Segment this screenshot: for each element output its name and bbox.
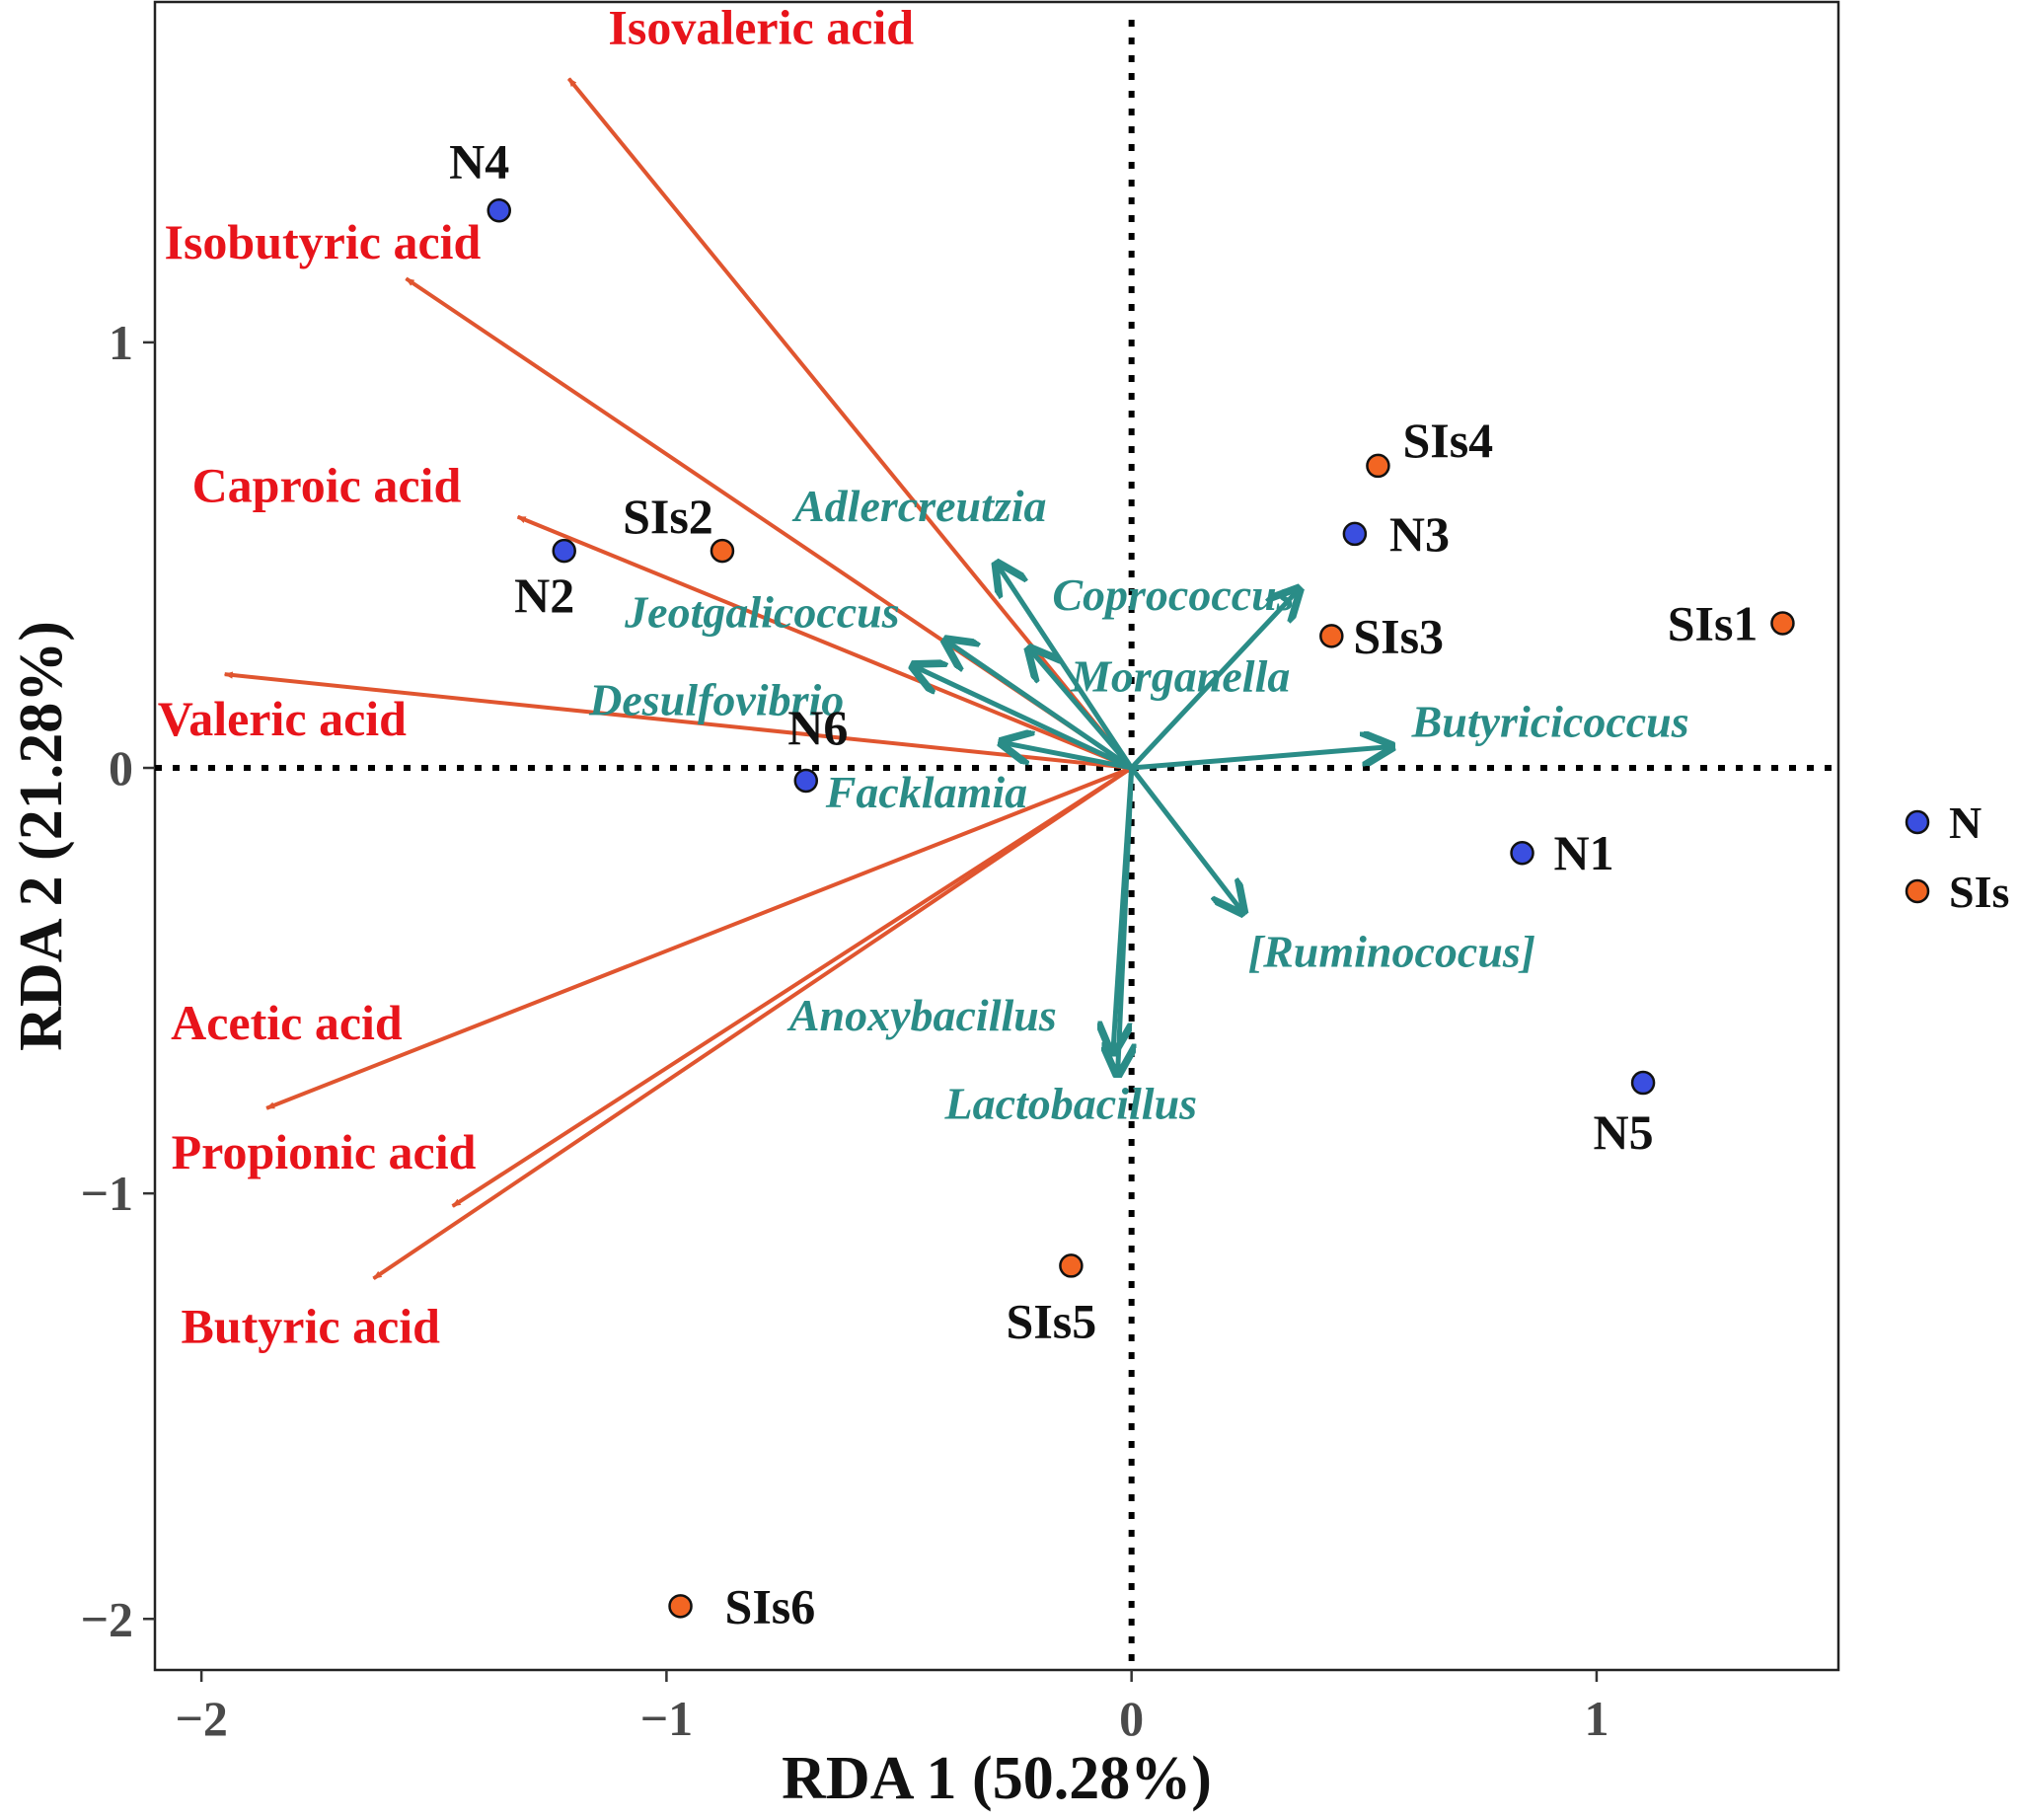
env-vector-acetic-acid [265,766,1133,1110]
env-vector-butyric-acid [372,766,1133,1281]
sample-point-sis5 [1059,1253,1084,1278]
sample-label-n6: N6 [787,700,848,755]
species-label-adlercreutzia: Adlercreutzia [791,481,1047,531]
species-vector-ruminococus [1129,766,1243,913]
legend-marker-n [1905,809,1930,835]
sample-point-sis1 [1770,611,1795,636]
species-label-anoxybacillus: Anoxybacillus [786,990,1057,1040]
x-tick-label: −1 [640,1691,694,1746]
y-tick-label: −1 [81,1166,134,1221]
y-tick-label: 1 [109,315,133,370]
sample-point-sis4 [1366,453,1390,479]
x-tick-label: 1 [1584,1691,1609,1746]
species-vector-jeotgalicoccus [945,641,1134,771]
y-axis: −2 −1 0 1 [81,315,155,1646]
y-axis-title: RDA 2 (21.28%) [8,621,75,1051]
species-label-jeotgalicoccus: Jeotgalicoccus [624,587,900,638]
species-label-morganella: Morganella [1070,650,1290,701]
sample-label-n5: N5 [1594,1104,1654,1160]
legend-label-sis: SIs [1949,867,2009,917]
sample-point-n5 [1630,1070,1656,1096]
sample-label-sis5: SIs5 [1007,1293,1097,1348]
species-label-butyricicoccus: Butyricicoccus [1411,696,1689,746]
sample-point-n3 [1342,521,1368,547]
species-label-coprococcus: Coprococcus [1052,569,1294,620]
env-label-isovaleric-acid: Isovaleric acid [608,0,914,55]
species-label-lactobacillus: Lactobacillus [944,1078,1198,1128]
legend-label-n: N [1949,797,1982,848]
species-vector-lactobacillus [1118,767,1132,1074]
sample-point-sis6 [668,1594,693,1619]
sample-label-n2: N2 [514,568,574,623]
species-vectors [913,564,1391,1074]
sample-point-n6 [793,768,819,794]
species-vector-facklamia [1002,742,1133,771]
sample-point-sis3 [1319,624,1344,648]
env-label-isobutyric-acid: Isobutyric acid [164,214,481,269]
species-label-desulfovibrio: Desulfovibrio [588,675,844,725]
species-vector-desulfovibrio [913,666,1133,771]
sample-label-sis2: SIs2 [623,489,713,544]
legend: N SIs [1905,797,2009,917]
sample-label-sis3: SIs3 [1353,608,1444,663]
legend-marker-sis [1905,878,1930,904]
plot-border [153,0,1840,1672]
species-label-ruminococus: [Ruminococus] [1248,927,1535,977]
env-label-propionic-acid: Propionic acid [172,1124,477,1179]
y-tick-label: 0 [109,740,133,796]
sample-point-n2 [552,538,576,564]
sample-label-sis4: SIs4 [1402,413,1493,468]
sample-points [486,198,1795,1619]
env-vector-isovaleric-acid [566,77,1134,770]
reference-lines [155,20,1838,1670]
env-label-butyric-acid: Butyric acid [181,1298,440,1353]
species-vector-butyricicoccus [1131,746,1392,771]
plot-frame [153,0,1840,1672]
sample-label-n4: N4 [449,133,509,189]
env-vector-propionic-acid [451,766,1133,1208]
species-vector-morganella [1029,648,1134,770]
sample-label-sis6: SIs6 [725,1578,816,1633]
sample-point-n4 [486,198,511,223]
sample-label-n3: N3 [1389,506,1450,562]
sample-point-sis2 [710,538,735,564]
env-vector-caproic-acid [516,514,1133,770]
species-label-facklamia: Facklamia [825,767,1027,817]
env-label-acetic-acid: Acetic acid [171,995,403,1050]
y-tick-label: −2 [81,1591,134,1646]
species-vector-adlercreutzia [997,564,1134,770]
x-axis: −2 −1 0 1 [175,1670,1609,1746]
x-axis-title: RDA 1 (50.28%) [782,1745,1212,1812]
x-tick-label: −2 [175,1691,228,1746]
x-tick-label: 0 [1119,1691,1144,1746]
species-vector-coprococcus [1129,589,1300,770]
env-vector-valeric-acid [223,671,1132,771]
sample-label-sis1: SIs1 [1668,595,1758,650]
env-label-caproic-acid: Caproic acid [192,458,462,513]
sample-point-n1 [1510,840,1534,866]
sample-label-n1: N1 [1554,825,1614,880]
env-label-valeric-acid: Valeric acid [158,691,407,746]
